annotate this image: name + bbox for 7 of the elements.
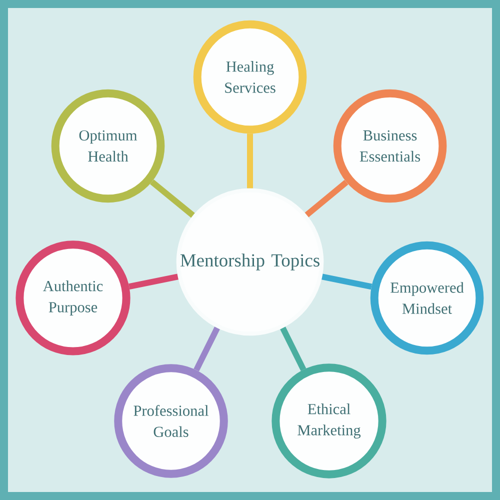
- connector: [322, 274, 372, 290]
- connector: [150, 180, 195, 218]
- connector: [247, 134, 253, 188]
- connector: [304, 180, 348, 218]
- connector: [194, 326, 220, 372]
- connector: [280, 326, 306, 372]
- connector: [128, 274, 178, 290]
